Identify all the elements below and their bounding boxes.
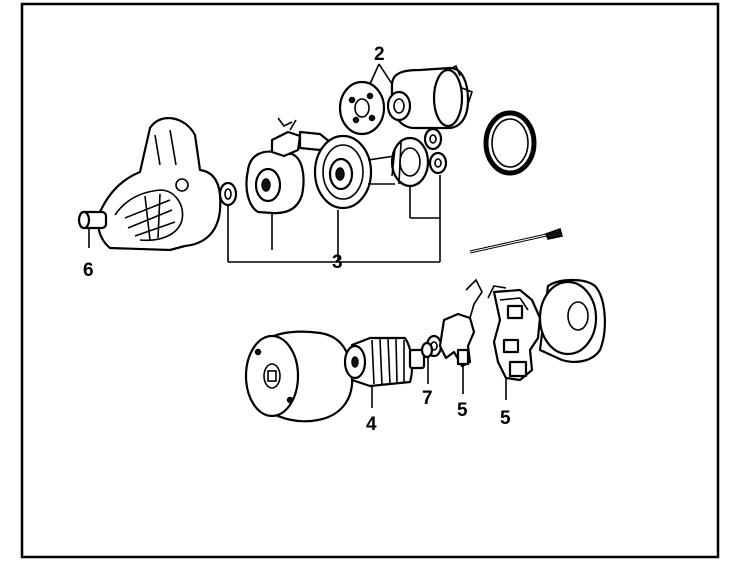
idler-gear (313, 134, 396, 210)
callout-3: 3 (332, 252, 343, 273)
callout-5a: 5 (457, 400, 468, 421)
end-frame (538, 278, 606, 363)
callout-6: 6 (83, 260, 94, 281)
solenoid (386, 64, 473, 130)
brush-holder-assembly (487, 285, 542, 382)
leader-lines-bottom (371, 358, 507, 408)
callout-2: 2 (374, 44, 385, 65)
through-bolt (469, 228, 563, 254)
o-ring (483, 110, 537, 176)
callout-4: 4 (366, 414, 377, 435)
clutch-assembly (245, 117, 332, 215)
planetary-gear (390, 136, 430, 188)
washer-small (218, 181, 238, 207)
brush-holder-plate (438, 278, 483, 368)
callout-5b: 5 (500, 408, 511, 429)
washer-pair (423, 127, 448, 175)
callout-7: 7 (422, 388, 433, 409)
pinion-gear (77, 210, 108, 248)
leader-lines-top (227, 63, 441, 263)
drive-housing (96, 116, 222, 252)
armature (343, 336, 426, 388)
gasket-plate (338, 80, 386, 136)
field-frame (244, 330, 354, 423)
